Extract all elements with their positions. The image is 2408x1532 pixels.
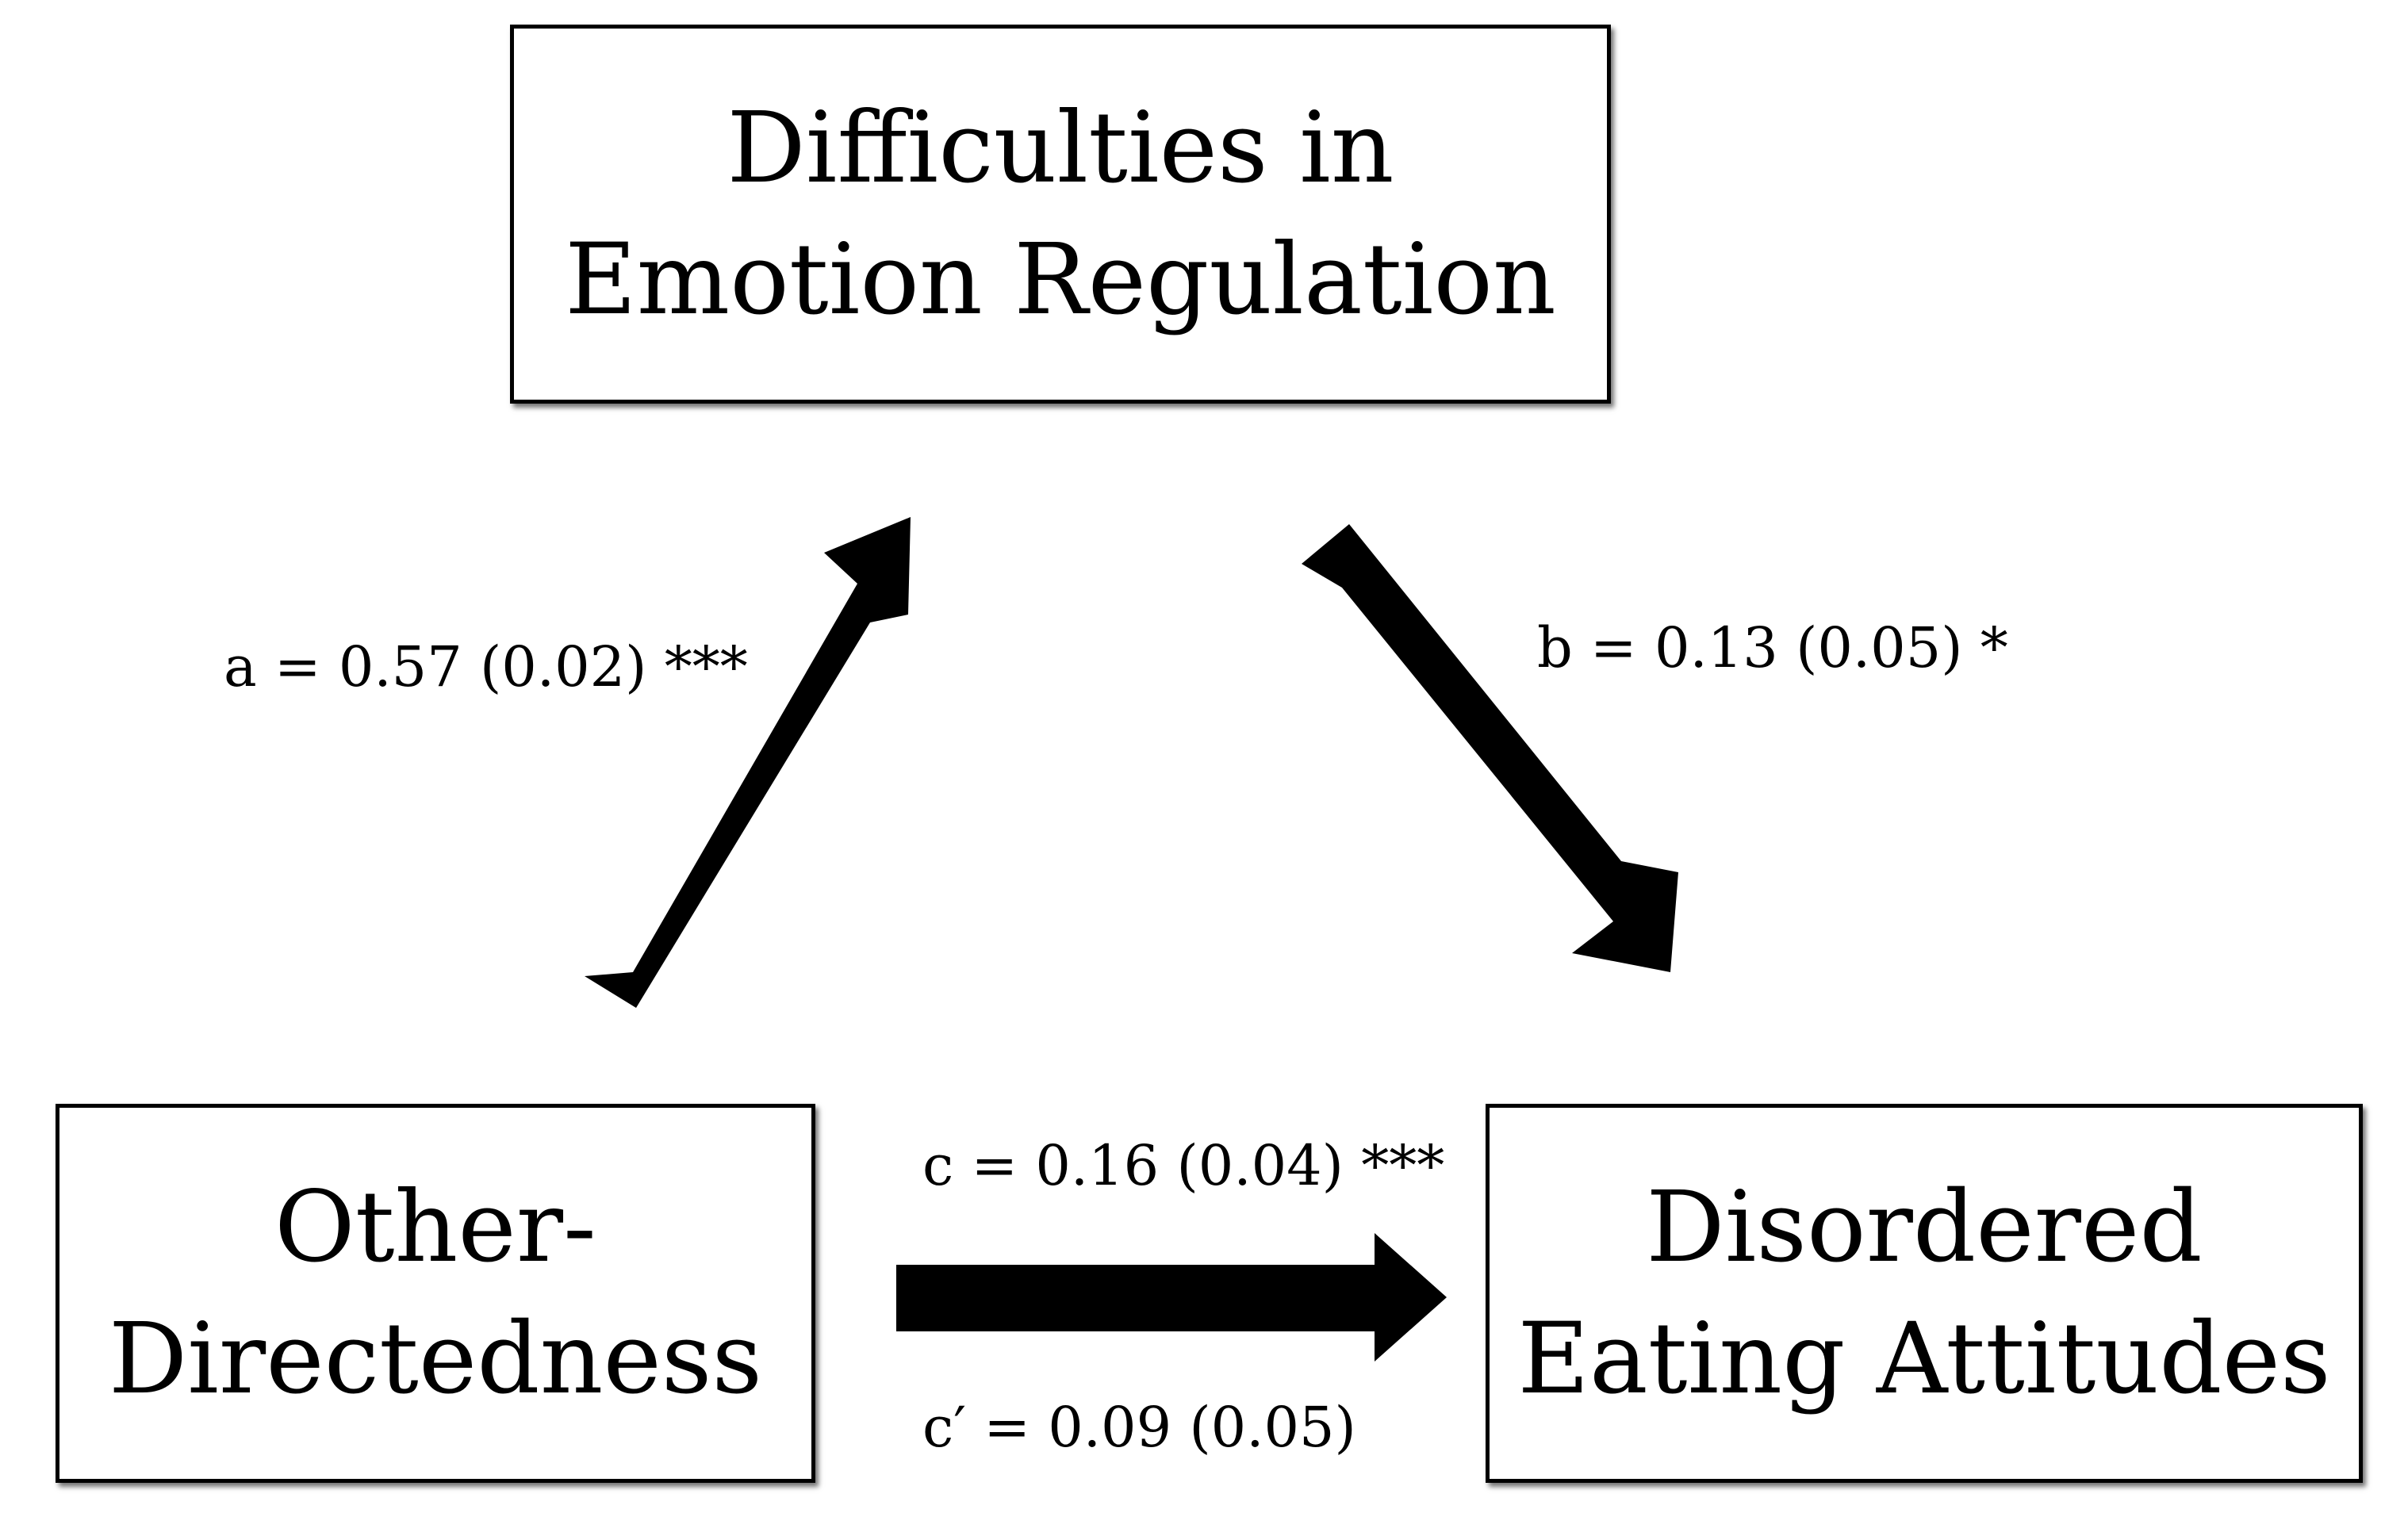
path-b-label: b = 0.13 (0.05) * — [1537, 615, 2008, 680]
arrow-b-icon — [1302, 524, 1678, 972]
path-a-label: a = 0.57 (0.02) *** — [224, 634, 748, 699]
node-label-line: Directedness — [108, 1302, 763, 1416]
arrow-a-icon — [585, 517, 911, 1008]
node-label-line: Other- — [274, 1170, 596, 1285]
arrow-c-icon — [896, 1233, 1447, 1362]
path-c-prime-label: c′ = 0.09 (0.05) — [922, 1395, 1356, 1460]
node-other-directedness: Other- Directedness — [56, 1104, 815, 1483]
node-label-line: Difficulties in — [727, 91, 1394, 205]
node-label-line: Emotion Regulation — [565, 223, 1556, 337]
node-difficulties-emotion-regulation: Difficulties in Emotion Regulation — [510, 25, 1611, 404]
node-label-line: Disordered — [1646, 1170, 2203, 1285]
path-c-label: c = 0.16 (0.04) *** — [922, 1133, 1445, 1198]
node-disordered-eating-attitudes: Disordered Eating Attitudes — [1486, 1104, 2363, 1483]
node-label-line: Eating Attitudes — [1517, 1302, 2331, 1416]
